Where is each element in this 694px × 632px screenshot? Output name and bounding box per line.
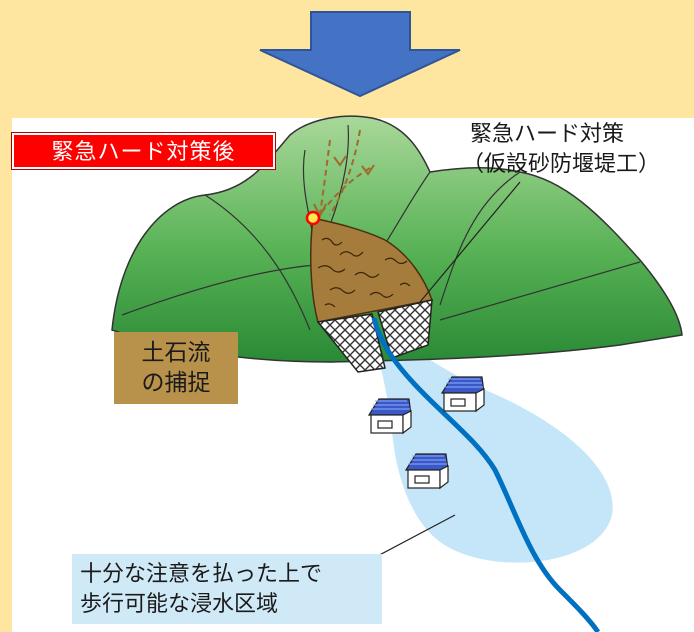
flood-zone-label-line1: 十分な注意を払った上で: [80, 562, 323, 587]
measure-label: 緊急ハード対策 （仮設砂防堰堤工）: [462, 120, 694, 180]
check-dam-icon: [316, 313, 386, 373]
measure-label-line2: （仮設砂防堰堤工）: [462, 152, 661, 177]
zone-leader-line: [369, 514, 456, 561]
flood-zone-label: 十分な注意を払った上で 歩行可能な浸水区域: [72, 554, 382, 624]
debris-texture: [317, 237, 411, 308]
house-icon: [404, 453, 449, 490]
capture-label-line1: 土石流: [141, 340, 211, 366]
flood-zone-area: [372, 318, 613, 563]
river: [371, 317, 601, 632]
capture-label-line2: の捕捉: [141, 370, 211, 396]
debris-flow-arrows: [319, 129, 371, 216]
measure-leader-line: [419, 181, 521, 303]
capture-label: 土石流 の捕捉: [114, 332, 238, 404]
check-dam-right: [377, 299, 433, 359]
after-measures-badge: 緊急ハード対策後: [12, 133, 275, 169]
mountain-range: [111, 115, 683, 363]
flood-zone-label-line2: 歩行可能な浸水区域: [80, 592, 279, 617]
outbreak-point: [305, 210, 321, 226]
debris-deposit: [310, 217, 433, 323]
house-icon: [367, 398, 412, 435]
arrow-down-icon: [259, 11, 461, 98]
house-icon: [440, 376, 485, 413]
measure-label-line1: 緊急ハード対策: [470, 122, 625, 147]
